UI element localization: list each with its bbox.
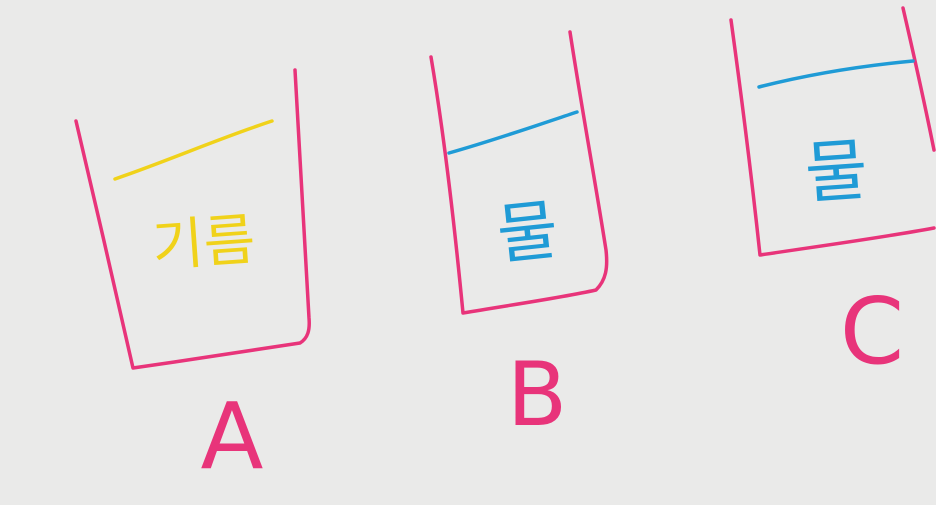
beaker-b-liquid-surface bbox=[447, 110, 579, 155]
beaker-a-liquid-surface bbox=[113, 119, 274, 181]
beaker-c: 물 C bbox=[729, 6, 936, 385]
beaker-a-letter: A bbox=[201, 383, 264, 490]
beaker-c-content-label: 물 bbox=[802, 131, 870, 214]
beaker-b: 물 B bbox=[429, 30, 609, 446]
beaker-a-outline bbox=[74, 68, 311, 370]
beaker-a-content-label: 기름 bbox=[150, 208, 257, 280]
beaker-b-content-label: 물 bbox=[493, 191, 561, 274]
beaker-c-outline bbox=[729, 18, 936, 257]
beaker-c-liquid-surface bbox=[757, 59, 915, 89]
beaker-a: 기름 A bbox=[74, 68, 311, 490]
beaker-c-right-wall bbox=[901, 6, 936, 152]
beaker-b-letter: B bbox=[507, 343, 567, 446]
beaker-c-letter: C bbox=[840, 278, 904, 385]
beaker-b-outline bbox=[429, 30, 609, 315]
